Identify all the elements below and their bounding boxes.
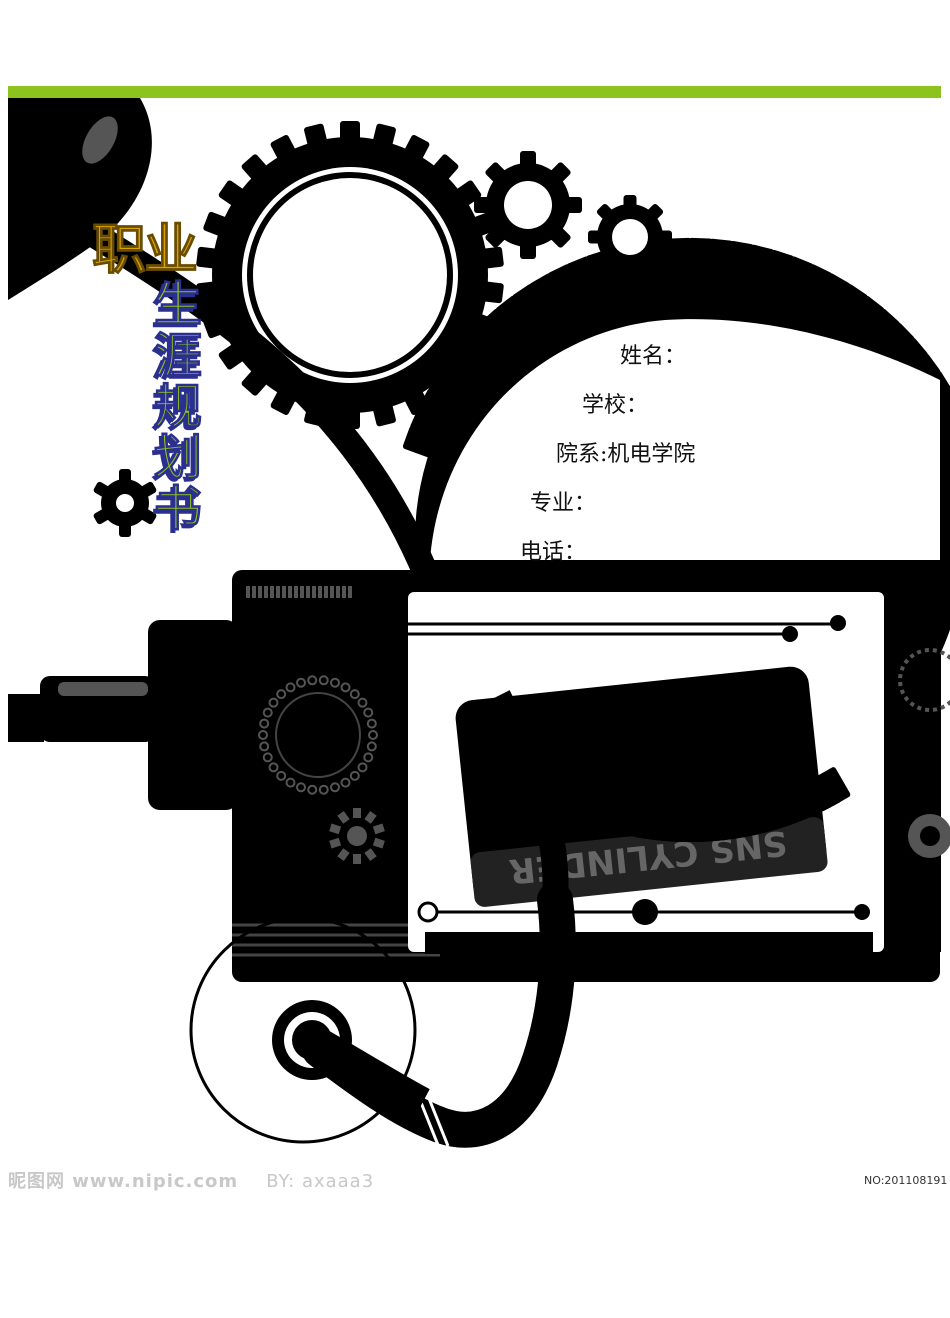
small-gear-2 bbox=[588, 195, 672, 279]
title-top: 职业 bbox=[92, 218, 199, 282]
field-school: 学校： bbox=[582, 387, 648, 419]
title-vertical: 生 涯 规 划 书 bbox=[148, 277, 208, 537]
cable-lower bbox=[486, 690, 569, 901]
field-major: 专业： bbox=[530, 485, 596, 517]
field-department-label: 院系: bbox=[556, 442, 608, 467]
field-name: 姓名： bbox=[620, 338, 686, 370]
title-char: 规 bbox=[153, 379, 202, 435]
main-gear bbox=[196, 121, 504, 429]
field-major-label: 专业： bbox=[530, 491, 597, 516]
watermark-author: BY: axaaa3 bbox=[266, 1171, 375, 1192]
hose bbox=[302, 882, 576, 1148]
watermark-site: 昵图网 www.nipic.com BY: axaaa3 bbox=[8, 1167, 374, 1193]
title-char: 书 bbox=[153, 481, 202, 537]
field-name-label: 姓名： bbox=[620, 344, 687, 369]
top-green-bar bbox=[8, 86, 941, 98]
outline-circle bbox=[189, 916, 417, 1144]
field-phone: 电话： bbox=[520, 534, 586, 566]
large-gear-window bbox=[430, 319, 940, 560]
corner-blob bbox=[8, 98, 152, 300]
small-gear-1 bbox=[474, 151, 582, 259]
field-phone-label: 电话： bbox=[520, 540, 587, 565]
field-department: 院系:机电学院 bbox=[556, 436, 695, 468]
field-department-value: 机电学院 bbox=[607, 442, 696, 467]
small-gear-3 bbox=[93, 469, 157, 537]
watermark-id: NO:201108191 bbox=[864, 1174, 948, 1187]
title-char: 涯 bbox=[153, 328, 202, 384]
title-char: 划 bbox=[153, 430, 202, 486]
field-school-label: 学校： bbox=[582, 393, 649, 418]
title-char: 生 bbox=[153, 277, 202, 333]
watermark-site-text: 昵图网 www.nipic.com bbox=[8, 1171, 239, 1192]
nozzle-block bbox=[148, 620, 238, 810]
